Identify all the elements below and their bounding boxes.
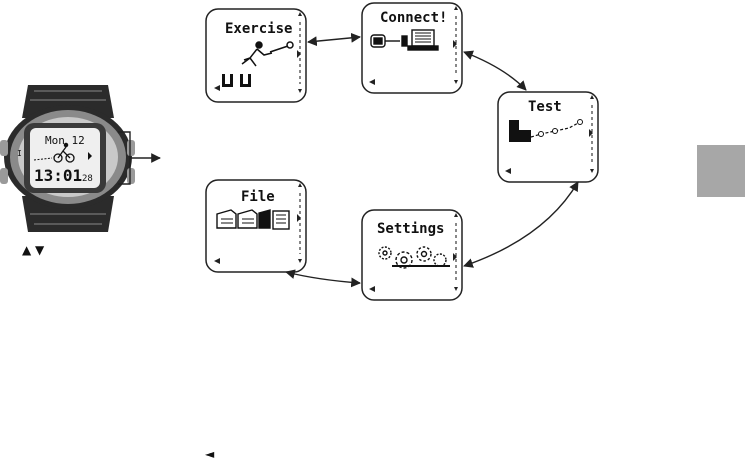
position-indicator [297,50,301,58]
files-icon [216,209,290,230]
screen-exercise[interactable]: Exercise [205,8,307,103]
connector-connect-test [463,50,527,91]
watch-button-right-top[interactable] [127,140,135,156]
screen-settings[interactable]: Settings [361,209,463,301]
scroll-up-indicator [298,12,302,16]
connector-exercise-connect [307,32,361,47]
watch-to-menu-arrow [118,131,161,185]
scroll-up-indicator [590,95,594,99]
back-indicator [369,286,375,292]
connector-settings-file [285,269,361,288]
scroll-down-indicator [454,80,458,84]
back-indicator [369,79,375,85]
scroll-up-indicator [454,213,458,217]
runner-icon [241,41,294,67]
up-down-symbols: ▲ ▼ [22,243,45,257]
screen-connect[interactable]: Connect! [361,2,463,94]
scroll-down-indicator [590,169,594,173]
exercise-bars-icon [222,74,251,87]
watch-button-right-bottom[interactable] [127,168,135,184]
position-indicator [453,40,457,48]
fitness-test-icon [509,119,583,142]
watch-button-left-bottom[interactable] [0,168,8,184]
watch-side-mark: I [17,149,22,158]
cyclist-icon [53,142,75,163]
screen-title-exercise: Exercise [225,21,292,37]
screen-title-test: Test [528,99,562,115]
back-indicator [214,258,220,264]
screen-test[interactable]: Test [497,91,599,183]
watch-date-text: Mon 12 [45,134,85,147]
scroll-down-indicator [454,287,458,291]
position-indicator [453,253,457,261]
watch-time-seconds: 28 [82,174,93,184]
gears-icon [378,246,450,269]
watch-time-main: 13:01 [34,166,82,185]
left-arrow-symbol: ◄ [205,447,215,459]
scroll-down-indicator [298,259,302,263]
screen-title-connect: Connect! [380,10,447,26]
position-indicator [297,214,301,222]
back-indicator [214,85,220,91]
watch-to-computer-icon [370,29,439,51]
section-tab [697,145,745,197]
watch-illustration: Mon 12 I 13:01 28 [0,85,135,232]
connector-test-settings [463,181,579,268]
position-indicator [589,129,593,137]
menu-cycle-connectors [285,32,579,288]
watch-lcd [30,128,100,188]
watch-button-left-top[interactable] [0,140,8,156]
back-indicator [505,168,511,174]
screen-title-file: File [241,189,275,205]
screen-title-settings: Settings [377,221,444,237]
scroll-up-indicator [298,183,302,187]
scroll-down-indicator [298,89,302,93]
scroll-up-indicator [454,6,458,10]
screen-file[interactable]: File [205,179,307,273]
